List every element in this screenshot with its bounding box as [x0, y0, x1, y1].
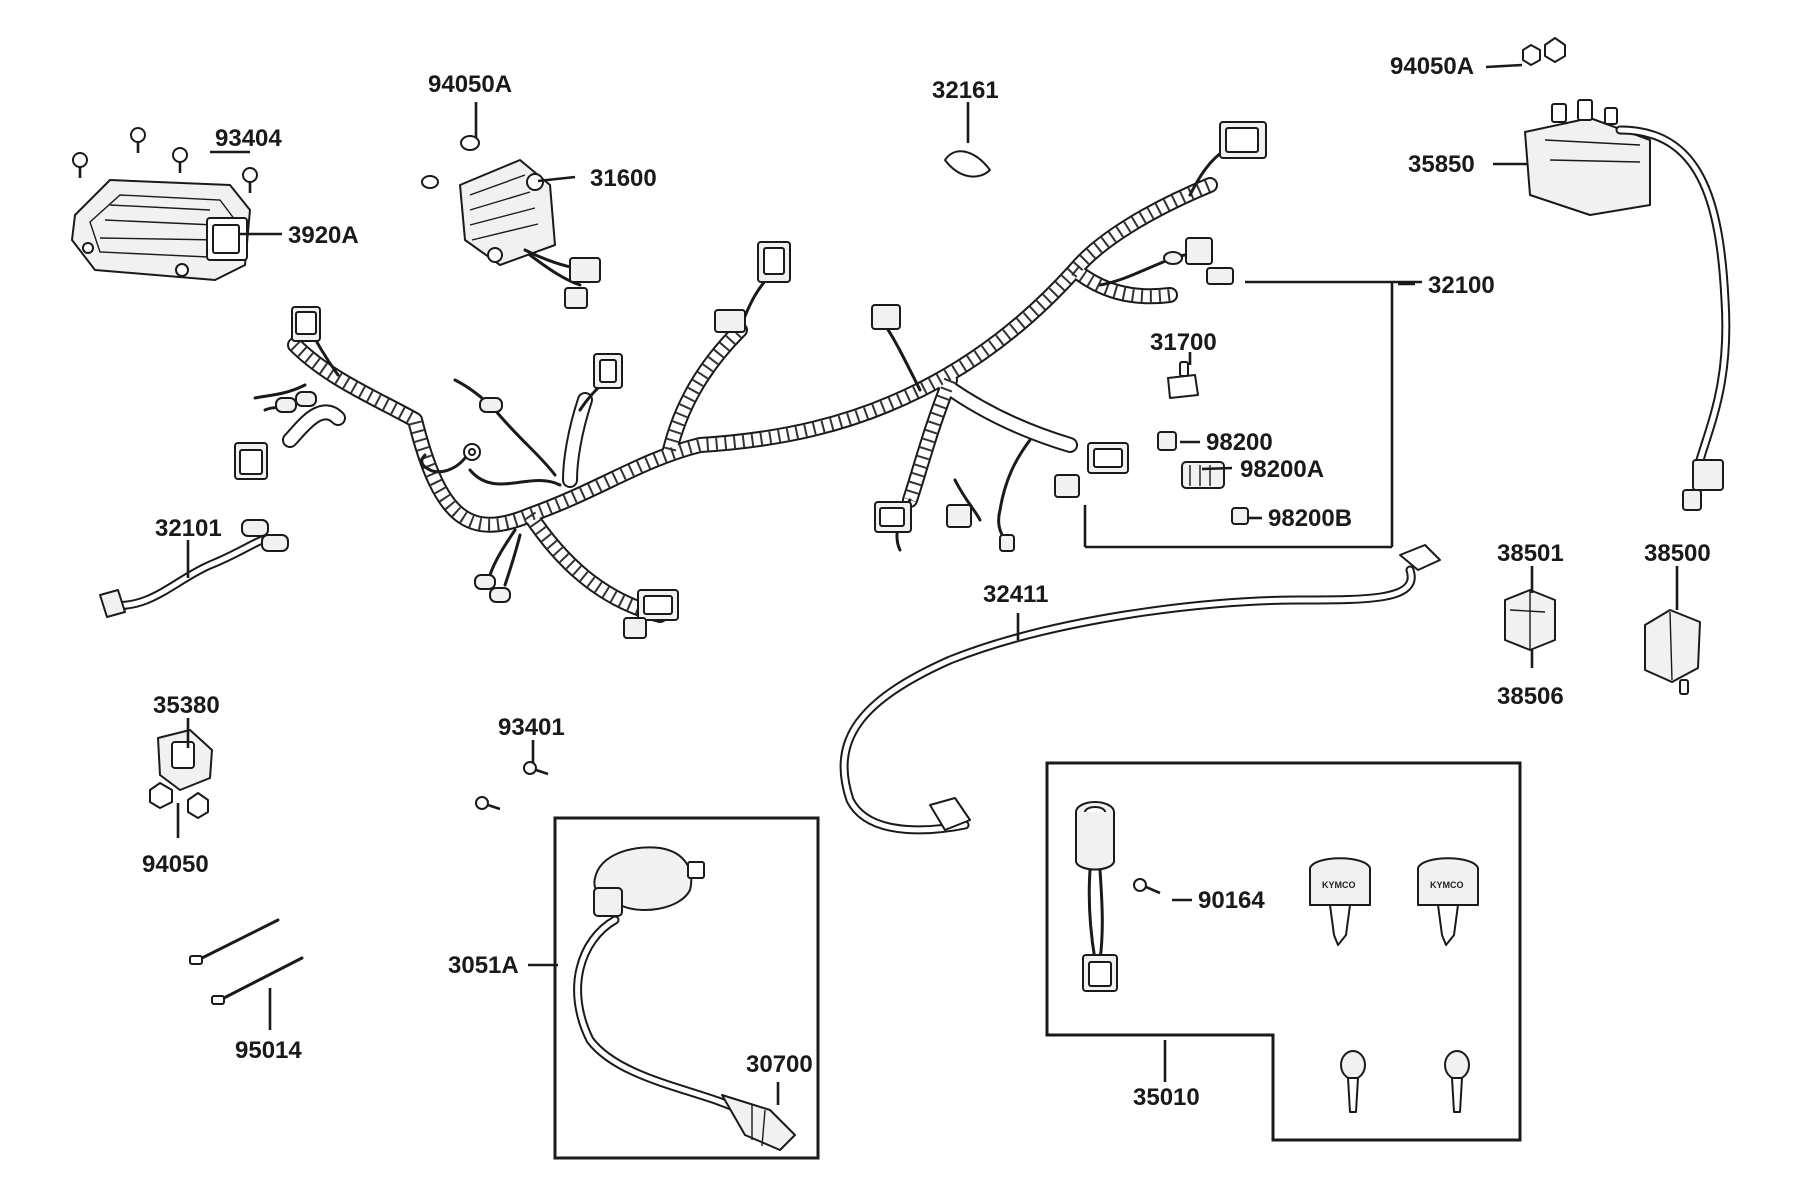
fuse-31700[interactable]: [1167, 361, 1199, 399]
screw-pair-93401[interactable]: [475, 761, 549, 811]
leader-lines: [176, 63, 1679, 1105]
label-3920A[interactable]: 3920A: [288, 222, 359, 249]
starter-relay[interactable]: [1524, 99, 1731, 511]
label-98200[interactable]: 98200: [1206, 429, 1273, 456]
label-94050A-right[interactable]: 94050A: [1390, 53, 1474, 80]
label-93401[interactable]: 93401: [498, 714, 565, 741]
key-set-group-box: [1045, 761, 1522, 1142]
label-30700[interactable]: 30700: [746, 1051, 813, 1078]
part-labels: 94050A 93404 31600 3920A 32161 94050A 35…: [142, 53, 1711, 1111]
label-35380[interactable]: 35380: [153, 692, 220, 719]
cable-tie-pair-95014[interactable]: [189, 918, 304, 1005]
label-95014[interactable]: 95014: [235, 1037, 302, 1064]
key-2-brand: KYMCO: [1430, 880, 1464, 890]
key-1[interactable]: KYMCO: [1309, 857, 1371, 946]
label-32161[interactable]: 32161: [932, 77, 999, 104]
label-35850[interactable]: 35850: [1408, 151, 1475, 178]
harness-clamp[interactable]: [944, 150, 991, 178]
regulator-rectifier[interactable]: [459, 159, 601, 309]
label-3051A[interactable]: 3051A: [448, 952, 519, 979]
key-4[interactable]: [1444, 1050, 1470, 1113]
ignition-coil-group-box: [553, 816, 820, 1160]
relay-38501[interactable]: [1504, 589, 1556, 651]
label-90164[interactable]: 90164: [1198, 887, 1265, 914]
connector-98200A[interactable]: [1181, 461, 1225, 489]
label-94050A-top[interactable]: 94050A: [428, 71, 512, 98]
ecu-control-unit[interactable]: [71, 179, 251, 281]
label-38506[interactable]: 38506: [1497, 683, 1564, 710]
key-3[interactable]: [1340, 1050, 1366, 1113]
ignition-coil-30700[interactable]: [573, 846, 796, 1151]
label-93404[interactable]: 93404: [215, 125, 282, 152]
connector-98200B[interactable]: [1231, 507, 1249, 525]
switch-35380[interactable]: [157, 729, 213, 791]
sub-harness-32101[interactable]: [99, 519, 289, 618]
label-38501[interactable]: 38501: [1497, 540, 1564, 567]
label-32101[interactable]: 32101: [155, 515, 222, 542]
screw-set-93404[interactable]: [72, 127, 258, 193]
screw-90164[interactable]: [1133, 878, 1161, 895]
nut-pair-94050A-right[interactable]: [1522, 37, 1566, 66]
nut-pair-94050[interactable]: [149, 782, 209, 819]
label-94050[interactable]: 94050: [142, 851, 209, 878]
main-wire-harness[interactable]: [234, 121, 1267, 639]
label-31700[interactable]: 31700: [1150, 329, 1217, 356]
connector-98200[interactable]: [1157, 431, 1177, 451]
key-2[interactable]: KYMCO: [1417, 857, 1479, 946]
label-38500[interactable]: 38500: [1644, 540, 1711, 567]
label-32100[interactable]: 32100: [1428, 272, 1495, 299]
label-32411[interactable]: 32411: [983, 581, 1048, 608]
label-98200A[interactable]: 98200A: [1240, 456, 1324, 483]
ignition-switch[interactable]: [1075, 801, 1118, 992]
label-98200B[interactable]: 98200B: [1268, 505, 1352, 532]
relay-38500[interactable]: [1644, 609, 1701, 695]
label-35010[interactable]: 35010: [1133, 1084, 1200, 1111]
washer-94050A-top[interactable]: [421, 135, 480, 189]
battery-cable-32411[interactable]: [839, 544, 1441, 835]
label-31600[interactable]: 31600: [590, 165, 657, 192]
key-1-brand: KYMCO: [1322, 880, 1356, 890]
